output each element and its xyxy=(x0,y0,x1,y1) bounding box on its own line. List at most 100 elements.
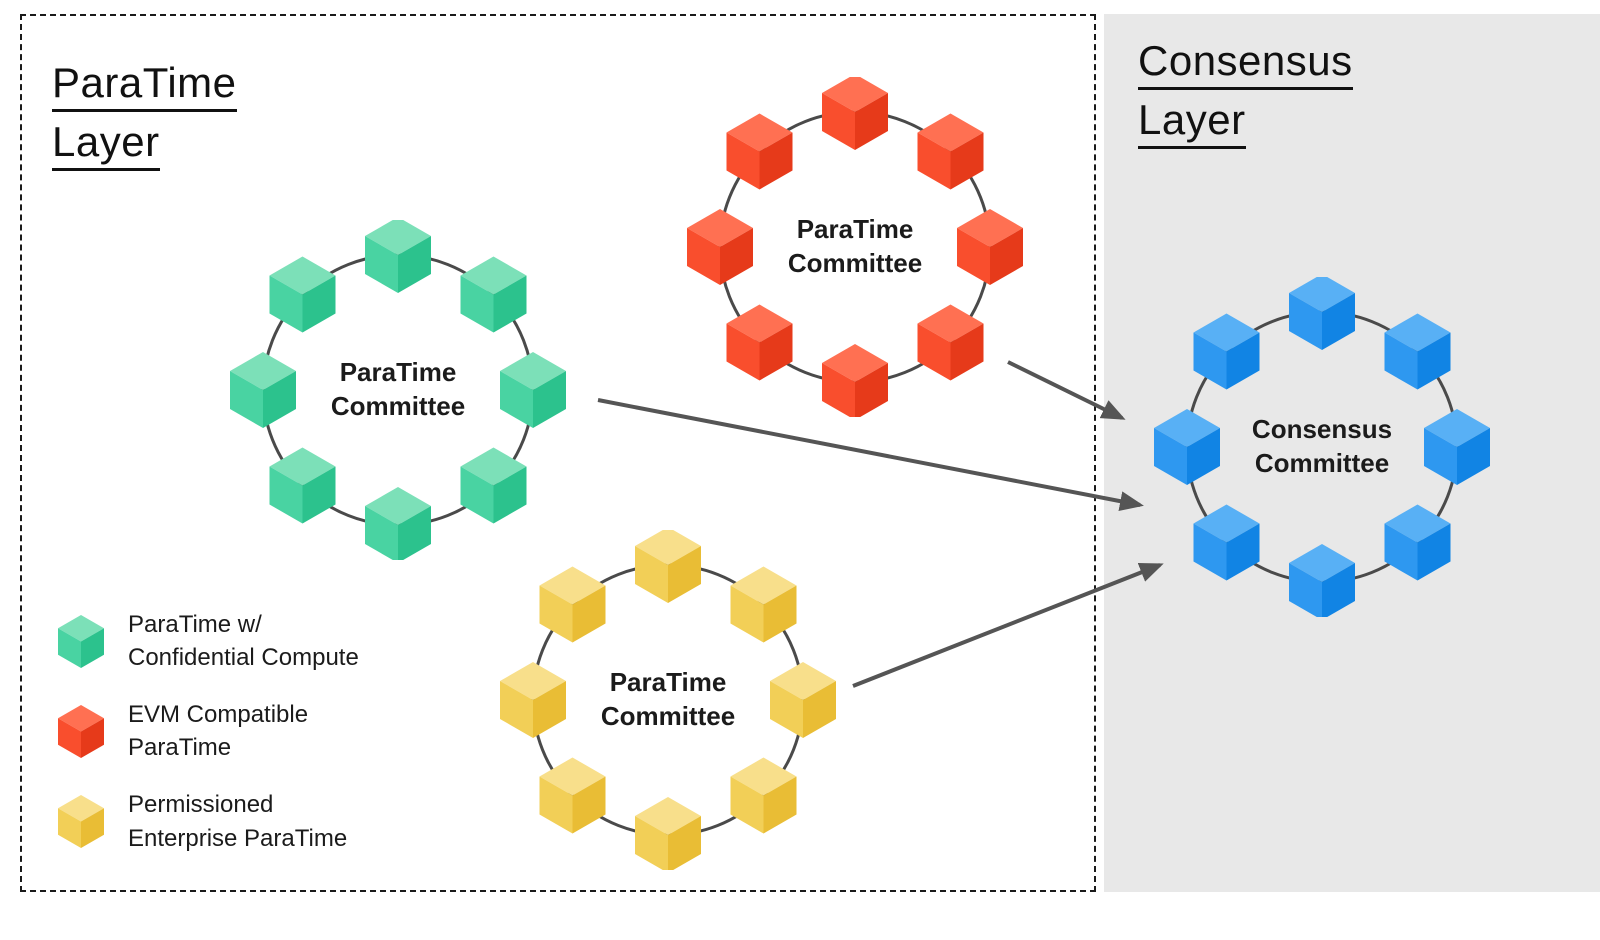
legend-label: ParaTime w/ Confidential Compute xyxy=(128,608,359,674)
legend-label: Permissioned Enterprise ParaTime xyxy=(128,788,347,854)
cube-left-face xyxy=(635,816,668,870)
legend-label-line: Permissioned xyxy=(128,791,274,819)
consensus-title-line2: Layer xyxy=(1138,99,1246,149)
paratime-committee-green-node-cube-icon xyxy=(269,447,336,524)
yellow-cube-icon xyxy=(58,795,104,849)
cube-left-face xyxy=(822,93,855,150)
legend-item-permissioned-enterprise: Permissioned Enterprise ParaTime xyxy=(58,788,359,854)
red-cube-icon xyxy=(58,704,104,758)
cube-left-face xyxy=(365,236,398,293)
cube-left-face xyxy=(230,371,263,428)
cube-left-face xyxy=(1384,332,1418,390)
paratime-committee-red-node-cube-icon xyxy=(917,113,984,190)
cube-right-face xyxy=(1417,332,1451,390)
cube-right-face xyxy=(533,371,566,428)
cube-left-face xyxy=(500,681,533,738)
legend-item-evm-compatible: EVM Compatible ParaTime xyxy=(58,698,359,764)
cube-right-face xyxy=(950,132,984,190)
paratime-committee-green-node-cube-icon xyxy=(230,352,296,428)
cube-right-face xyxy=(81,718,104,758)
committee-ring xyxy=(230,220,566,560)
consensus-committee-blue-node-cube-icon xyxy=(1384,313,1451,390)
legend-label-line: Confidential Compute xyxy=(128,644,359,672)
cube-left-face xyxy=(500,371,533,428)
cube-left-face xyxy=(58,718,81,758)
cube-right-face xyxy=(1322,293,1355,350)
cube-right-face xyxy=(1417,523,1451,581)
cube-right-face xyxy=(572,776,606,834)
cube-right-face xyxy=(302,466,336,524)
paratime-committee-yellow-node-cube-icon xyxy=(539,757,606,834)
consensus-committee-blue-node-cube-icon xyxy=(1154,409,1220,485)
consensus-committee-blue-node-cube-icon xyxy=(1289,277,1355,350)
cube-right-face xyxy=(720,228,753,285)
cube-right-face xyxy=(263,371,296,428)
cube-left-face xyxy=(365,506,398,560)
committee-label-line: Committee xyxy=(600,701,736,731)
cube-right-face xyxy=(990,228,1023,285)
legend-label: EVM Compatible ParaTime xyxy=(128,698,308,764)
cube-left-face xyxy=(460,275,494,333)
cube-left-face xyxy=(1384,523,1418,581)
cube-right-face xyxy=(668,816,701,870)
cube-left-face xyxy=(269,275,303,333)
legend-label-line: EVM Compatible xyxy=(128,701,309,729)
consensus-committee-blue-node-cube-icon xyxy=(1193,504,1260,581)
paratime-committee-red-node-cube-icon xyxy=(917,304,984,381)
paratime-committee-yellow-node-cube-icon xyxy=(539,566,606,643)
cube-top-face xyxy=(365,220,431,255)
cube-left-face xyxy=(58,808,81,849)
paratime-committee-green-node-cube-icon xyxy=(460,256,527,333)
cube-top-face xyxy=(58,704,104,732)
consensus-committee-blue-node-cube-icon xyxy=(1193,313,1260,390)
cube-left-face xyxy=(1193,332,1227,390)
committee-label: ParaTime Committee xyxy=(498,530,838,870)
cube-right-face xyxy=(81,808,104,849)
paratime-committee-green: ParaTime Committee xyxy=(228,220,568,560)
cube-top-face xyxy=(1289,277,1355,312)
committee-label-line: ParaTime xyxy=(609,667,727,698)
committee-label-line: Committee xyxy=(1254,448,1390,478)
paratime-committee-green-node-cube-icon xyxy=(460,447,527,524)
committee-ring xyxy=(500,530,836,870)
cube-left-face xyxy=(460,466,494,524)
committee-label-line: Consensus xyxy=(1251,414,1393,445)
paratime-committee-green-node-cube-icon xyxy=(365,220,431,293)
cube-top-face xyxy=(58,795,104,822)
paratime-committee-red-node-cube-icon xyxy=(726,304,793,381)
cube-right-face xyxy=(1187,428,1220,485)
cube-left-face xyxy=(917,132,951,190)
paratime-committee-yellow-node-cube-icon xyxy=(730,566,797,643)
paratime-layer-title: ParaTime Layer xyxy=(52,62,237,180)
paratime-committee-red-node-cube-icon xyxy=(822,77,888,150)
legend-label-line: ParaTime xyxy=(128,734,232,762)
paratime-committee-green-node-cube-icon xyxy=(500,352,566,428)
cube-right-face xyxy=(493,466,527,524)
cube-left-face xyxy=(730,585,764,643)
cube-left-face xyxy=(635,546,668,603)
committee-label: Consensus Committee xyxy=(1152,277,1492,617)
committee-ring xyxy=(687,77,1023,417)
green-cube-icon xyxy=(58,614,104,668)
paratime-committee-yellow-node-cube-icon xyxy=(770,662,836,738)
cube-left-face xyxy=(687,228,720,285)
cube-right-face xyxy=(763,776,797,834)
paratime-committee-red-node-cube-icon xyxy=(726,113,793,190)
cube-right-face xyxy=(803,681,836,738)
cube-right-face xyxy=(763,585,797,643)
cube-right-face xyxy=(533,681,566,738)
cube-left-face xyxy=(1154,428,1187,485)
paratime-committee-green-node-cube-icon xyxy=(365,487,431,560)
committee-label-line: Committee xyxy=(787,248,923,278)
cube-right-face xyxy=(398,236,431,293)
paratime-committee-red-node-cube-icon xyxy=(687,209,753,285)
cube-right-face xyxy=(572,585,606,643)
cube-right-face xyxy=(493,275,527,333)
committee-label: ParaTime Committee xyxy=(228,220,568,560)
cube-left-face xyxy=(957,228,990,285)
paratime-committee-green-node-cube-icon xyxy=(269,256,336,333)
cube-right-face xyxy=(81,627,104,668)
cube-right-face xyxy=(855,93,888,150)
cube-right-face xyxy=(759,323,793,381)
paratime-committee-yellow-node-cube-icon xyxy=(635,797,701,870)
